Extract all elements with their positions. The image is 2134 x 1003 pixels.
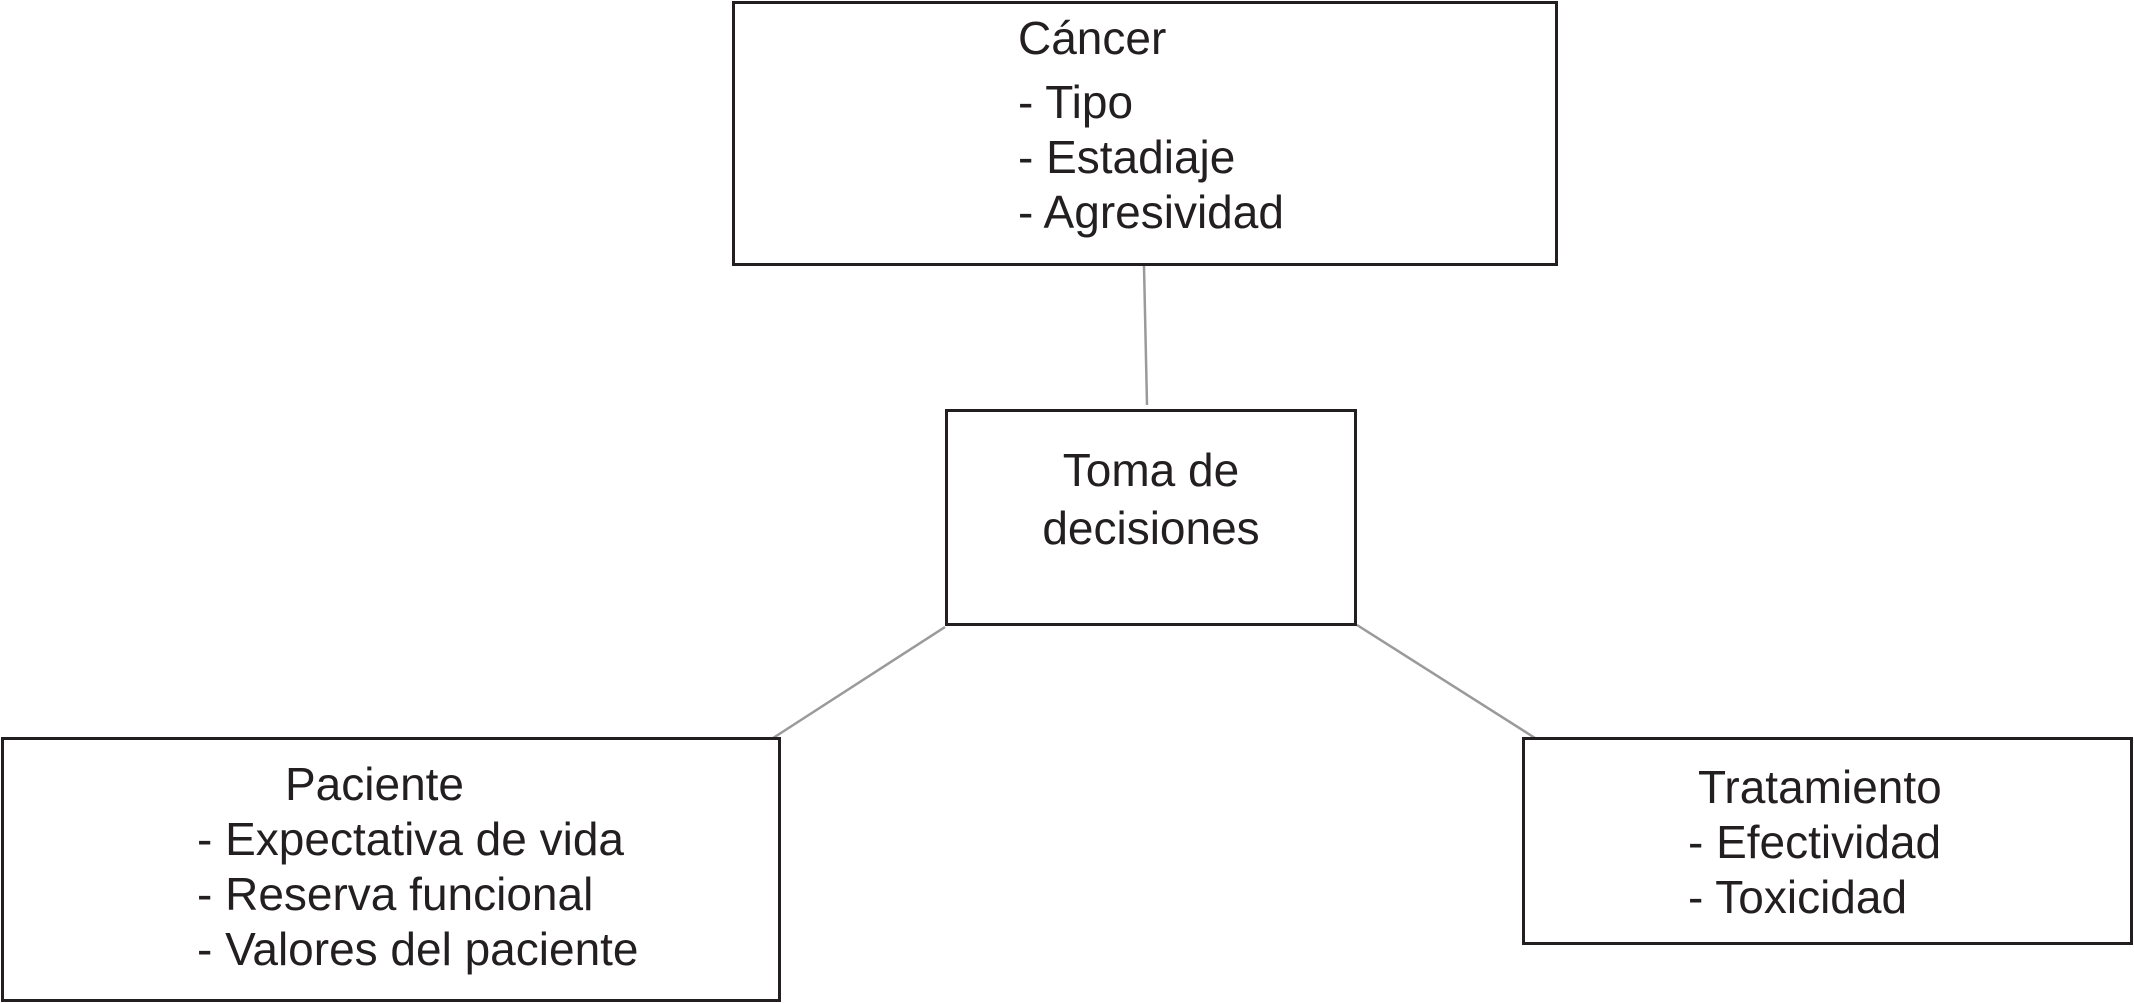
cancer-item-staging: - Estadiaje [1018, 131, 1236, 183]
patient-item-life-expectancy: - Expectativa de vida [197, 813, 625, 865]
connector-cancer-decision [1142, 265, 1149, 406]
decision-line-1: Toma de [1062, 444, 1240, 496]
treatment-title: Tratamiento [1698, 761, 1942, 813]
decision-text: Toma de decisiones [948, 441, 1354, 557]
cancer-item-type: - Tipo [1018, 76, 1134, 128]
patient-box: Paciente - Expectativa de vida - Reserva… [1, 737, 781, 1002]
patient-title: Paciente [285, 758, 465, 810]
patient-item-patient-values: - Valores del paciente [197, 923, 639, 975]
connector-decision-patient [769, 625, 946, 742]
patient-item-functional-reserve: - Reserva funcional [197, 868, 594, 920]
cancer-text: Cáncer - Tipo - Estadiaje - Agresividad [1018, 11, 1284, 240]
cancer-item-aggressiveness: - Agresividad [1018, 186, 1284, 238]
decision-line-2: decisiones [1042, 502, 1260, 554]
treatment-text: Tratamiento - Efectividad - Toxicidad [1688, 760, 1942, 925]
treatment-item-effectiveness: - Efectividad [1688, 816, 1942, 868]
treatment-box: Tratamiento - Efectividad - Toxicidad [1522, 737, 2133, 945]
cancer-title: Cáncer [1018, 12, 1167, 64]
connector-decision-treatment [1356, 623, 1536, 740]
patient-text: Paciente - Expectativa de vida - Reserva… [197, 757, 639, 977]
decision-box: Toma de decisiones [945, 409, 1357, 626]
cancer-box: Cáncer - Tipo - Estadiaje - Agresividad [732, 1, 1558, 266]
treatment-item-toxicity: - Toxicidad [1688, 871, 1908, 923]
